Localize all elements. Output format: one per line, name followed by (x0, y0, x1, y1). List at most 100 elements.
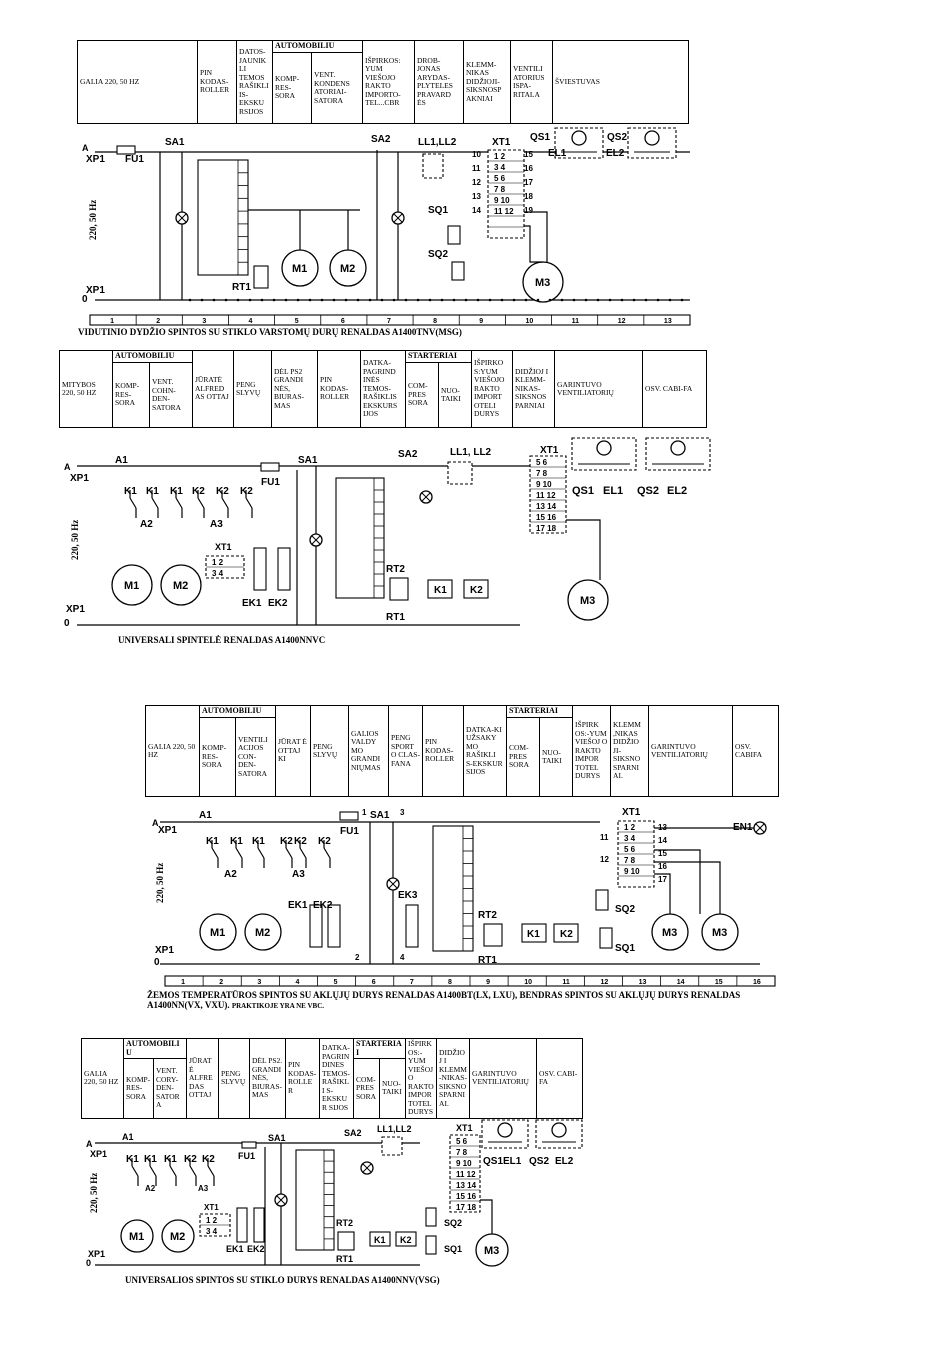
junction-dot (428, 298, 432, 302)
scale-number: 5 (334, 979, 338, 986)
fluorescent-lamp-el1-starter (596, 440, 612, 456)
label: K2 (400, 1235, 412, 1245)
xt1-block-terminal-row: 1 2 (206, 1216, 218, 1225)
junction-dot (620, 298, 624, 302)
b2-col-10: IŠPIRKO S:YUM VIEŠOJO RAKTO IMPORT OTELI… (471, 350, 514, 428)
label: SQ2 (428, 249, 448, 260)
fluorescent-lamp-el2-starter (551, 1122, 567, 1138)
wire (654, 873, 671, 914)
terminal-number: 17 (524, 178, 533, 187)
junction-dot (512, 298, 516, 302)
b1-caption: VIDUTINIO DYDŽIO SPINTOS SU STIKLO VARST… (78, 327, 462, 337)
contact-label: K1 (144, 1154, 157, 1165)
b1-col-4: VENT. KONDENS ATORIAI-SATORA (310, 52, 364, 124)
junction-dot (260, 298, 264, 302)
label: SA2 (371, 134, 391, 145)
scale-number: 14 (677, 979, 685, 986)
b3-col-4: PENG SLYVŲ (310, 705, 350, 797)
label: XT1 (540, 445, 559, 456)
scale-number: 12 (600, 979, 608, 986)
wire (151, 497, 159, 509)
label: 0 (82, 294, 88, 305)
block2-header-table: MITYBOS 220, 50 HZ AUTOMOBILIU JŪRATĖ AL… (59, 350, 707, 428)
label: A3 (210, 519, 223, 530)
label: EK1 (288, 900, 308, 911)
contact-label: K1 (230, 836, 243, 847)
scale-number: 8 (433, 318, 437, 325)
a1-controller (197, 159, 249, 276)
wire (480, 1199, 493, 1234)
b3-col-0: GALIA 220, 50 HZ (145, 705, 200, 797)
terminal-number: 11 (472, 164, 481, 173)
terminal-number: 11 (600, 833, 609, 842)
xt1-terminal-strip-row: 17 18 (456, 1203, 477, 1212)
contact-label: K2 (184, 1154, 197, 1165)
label: A2 (224, 869, 237, 880)
label: FU1 (238, 1151, 255, 1161)
label: SQ1 (444, 1244, 462, 1254)
heater-ek1 (253, 547, 267, 591)
label: XT1 (622, 807, 641, 818)
junction-dot (224, 298, 228, 302)
b1-col-8: VENTILI ATORIUS ISPA-RITALA (510, 40, 554, 124)
b3-col-2: VENTILI ACIJOS CON-DEN-SATORA (234, 717, 277, 797)
terminal-number: 13 (472, 192, 481, 201)
block3-header-table: GALIA 220, 50 HZ AUTOMOBILIU JŪRAT Ė OTT… (145, 705, 779, 797)
heater-ek2 (277, 547, 291, 591)
contact-label: K2 (318, 836, 331, 847)
b3-col-13: GARINTUVO VENTILIATORIŲ (648, 705, 734, 797)
junction-dot (272, 298, 276, 302)
b3-caption-note: PRAKTIKOJE YRA NE VBC. (231, 1002, 325, 1010)
terminal-number: 10 (472, 150, 481, 159)
motor-m2-label: M2 (340, 263, 355, 275)
column-scale (89, 314, 691, 326)
label: XT1 (215, 542, 232, 552)
label: RT1 (336, 1254, 353, 1264)
label: EK2 (268, 598, 288, 609)
terminal-number: 12 (600, 855, 609, 864)
motor-m2 (161, 1219, 195, 1253)
scale-number: 9 (486, 979, 490, 986)
b2-caption: UNIVERSALI SPINTELĖ RENALDAS A1400NNVC (118, 635, 326, 645)
label: SA1 (268, 1133, 286, 1143)
relay-k1 (521, 923, 547, 943)
heater-ek3 (405, 904, 419, 948)
label: A (82, 143, 89, 153)
door-switch-sq1 (599, 927, 613, 949)
label: QS1 (483, 1156, 503, 1167)
motor-m2-label: M2 (170, 1231, 185, 1243)
contact-label: K1 (206, 836, 219, 847)
fluorescent-lamp-el1-starter (497, 1122, 513, 1138)
b1-col-2: DATOS-JAUNIK LI TEMOS RAŠIKLI IS-EKSKU R… (236, 40, 273, 124)
motor-m1-label: M1 (292, 263, 307, 275)
fluorescent-lamp-el2-starter (670, 440, 686, 456)
xt1-terminal-strip-row: 1 2 (494, 152, 506, 161)
fan-motor-m3 (567, 579, 609, 621)
label: QS2 (637, 485, 659, 497)
b3-col-14: OSV. CABIFA (732, 705, 779, 797)
xt1-terminal-strip-row: 7 8 (456, 1148, 468, 1157)
b3-col-7: PIN KODAS-ROLLER (422, 705, 465, 797)
relay-k2 (395, 1231, 417, 1247)
motor-m1 (199, 913, 237, 951)
label: EK3 (398, 890, 418, 901)
junction-dot (452, 298, 456, 302)
wire (221, 497, 229, 509)
xt1-terminal-strip-row: 3 4 (494, 163, 506, 172)
scale-number: 10 (524, 979, 532, 986)
junction-dot (644, 298, 648, 302)
wire (175, 497, 183, 509)
fuse-fu1 (260, 462, 280, 472)
wire (197, 497, 205, 509)
contact-label: K1 (252, 836, 265, 847)
contact-label: K1 (146, 486, 159, 497)
xt1-terminal-strip-row: 9 10 (624, 867, 640, 876)
b1-col-0: GALIA 220, 50 HZ (77, 40, 198, 124)
junction-dot (596, 298, 600, 302)
wire (421, 492, 431, 502)
label: 4 (400, 953, 405, 962)
scale-number: 9 (479, 318, 483, 325)
fuse-fu1 (116, 145, 136, 155)
label: EK1 (226, 1244, 244, 1254)
wire (211, 847, 219, 859)
